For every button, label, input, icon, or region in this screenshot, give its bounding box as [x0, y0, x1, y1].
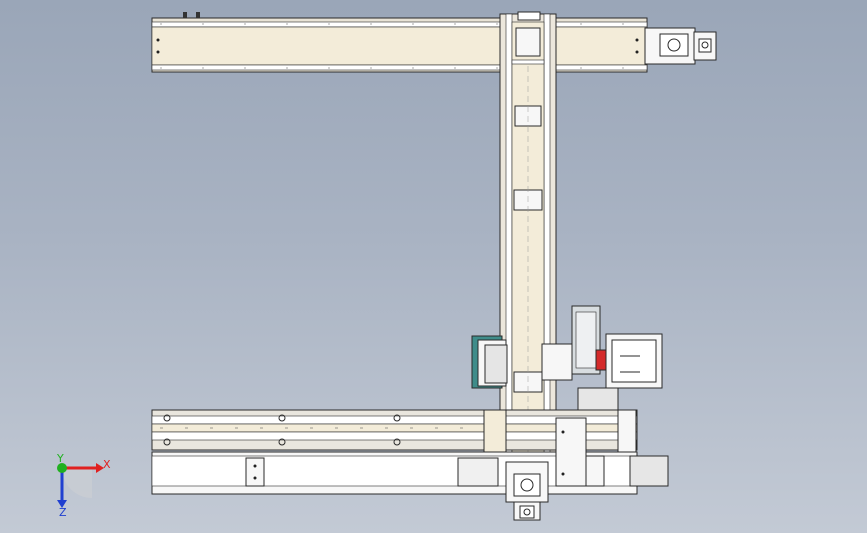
- bottom-base-rail: [151, 409, 669, 495]
- z-axis-label: Z: [59, 506, 67, 519]
- coordinate-triad: X Y Z: [56, 452, 111, 519]
- top-motor-assembly: [644, 27, 717, 65]
- x-axis-label: X: [103, 458, 111, 471]
- top-x-axis-rail: [151, 12, 648, 73]
- z-axis-carriage: [471, 305, 663, 411]
- bottom-motor-assembly: [505, 461, 549, 521]
- y-axis-label: Y: [56, 452, 64, 465]
- vertical-z-axis-column: [499, 11, 557, 485]
